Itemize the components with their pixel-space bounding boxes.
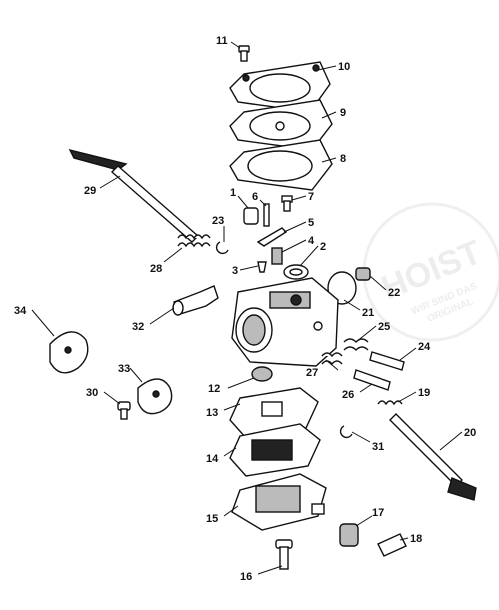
part-plate-33	[137, 378, 173, 415]
callout-4: 4	[308, 235, 315, 247]
callout-7: 7	[308, 191, 314, 203]
part-plug-18	[377, 533, 407, 557]
callout-34: 34	[14, 305, 27, 317]
part-screw-16	[275, 539, 293, 570]
part-pump-diaphragm-9	[229, 99, 333, 151]
part-spring-19	[377, 400, 403, 406]
callout-16: 16	[240, 571, 252, 583]
part-fitting-22	[355, 267, 371, 281]
part-plate-34	[49, 331, 89, 374]
part-screw-11	[238, 45, 250, 62]
callout-6: 6	[252, 191, 258, 203]
callout-23: 23	[212, 215, 224, 227]
part-spring-28	[177, 234, 211, 248]
part-gasket-8	[229, 139, 333, 191]
callout-25: 25	[378, 321, 390, 333]
callout-32: 32	[132, 321, 144, 333]
part-adjust-screw-24	[369, 351, 405, 371]
part-metering-cover-15	[231, 473, 327, 531]
part-adjust-screw-26	[353, 369, 391, 391]
part-washer-2	[283, 264, 309, 280]
callout-18: 18	[410, 533, 422, 545]
part-choke-shaft-20	[389, 413, 477, 501]
callout-2: 2	[320, 241, 326, 253]
part-spring-17	[339, 523, 359, 547]
part-screw-7	[281, 195, 293, 212]
callout-21: 21	[362, 307, 374, 319]
part-e-clip-23	[215, 241, 229, 255]
part-cap-1	[243, 207, 259, 225]
callout-14: 14	[206, 453, 219, 465]
part-carburetor-body	[231, 277, 339, 367]
callout-9: 9	[340, 107, 346, 119]
callout-28: 28	[150, 263, 162, 275]
watermark: HOIST WIR SIND DAS ORIGINAL	[362, 202, 499, 342]
part-screen-21	[327, 271, 357, 305]
part-spring-25	[343, 338, 369, 351]
callout-33: 33	[118, 363, 130, 375]
callout-5: 5	[308, 217, 314, 229]
part-pump-cover-10	[229, 61, 331, 113]
part-fuel-screen-12	[251, 366, 273, 382]
callout-30: 30	[86, 387, 98, 399]
part-spring-4	[271, 247, 283, 265]
callout-20: 20	[464, 427, 476, 439]
callout-26: 26	[342, 389, 354, 401]
callout-24: 24	[418, 341, 431, 353]
callout-13: 13	[206, 407, 218, 419]
part-e-clip-31	[339, 425, 353, 439]
part-diaphragm-14	[229, 423, 321, 477]
part-spring-27	[321, 352, 343, 366]
callout-12: 12	[208, 383, 220, 395]
callout-17: 17	[372, 507, 384, 519]
callout-27: 27	[306, 367, 318, 379]
callout-3: 3	[232, 265, 238, 277]
leader-lines	[31, 41, 463, 575]
callout-11: 11	[216, 35, 228, 47]
part-throttle-shaft-29	[68, 148, 200, 243]
callout-10: 10	[338, 61, 350, 73]
part-elbow-32	[172, 285, 219, 316]
callout-15: 15	[206, 513, 218, 525]
part-pin-6	[263, 203, 270, 227]
callout-19: 19	[418, 387, 430, 399]
callout-8: 8	[340, 153, 346, 165]
callout-labels: 11 10 9 8 1 6 7 5 4 3 2 23 29 28 21 22 2…	[14, 35, 476, 583]
callout-29: 29	[84, 185, 96, 197]
callout-1: 1	[230, 187, 236, 199]
part-needle-3	[257, 261, 267, 273]
callout-31: 31	[372, 441, 384, 453]
part-screw-30	[117, 401, 131, 420]
part-lever-5	[256, 227, 288, 247]
callout-22: 22	[388, 287, 400, 299]
